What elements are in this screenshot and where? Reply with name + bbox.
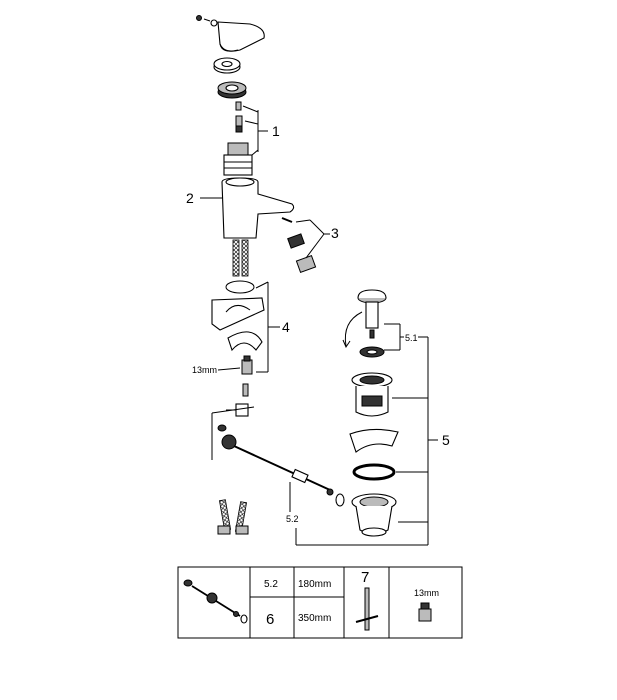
aerator-parts	[281, 217, 317, 274]
pull-rod-icon	[183, 579, 248, 624]
pull-rod-linkage	[211, 383, 345, 507]
callout-4: 4	[282, 319, 290, 335]
callout-5-1: 5.1	[405, 333, 418, 343]
table-row2-ref: 6	[266, 611, 274, 628]
callout-3: 3	[331, 225, 339, 241]
callout-1: 1	[272, 123, 280, 139]
cap-ring	[213, 57, 241, 74]
table-row1-length: 180mm	[298, 579, 331, 590]
wrench-size-label: 13mm	[192, 365, 217, 375]
callout-5-2: 5.2	[286, 514, 299, 524]
threaded-nut	[217, 81, 247, 99]
callout-5: 5	[442, 432, 450, 448]
waste-strainer	[351, 493, 397, 537]
lever-handle	[196, 15, 265, 52]
table-tool-ref: 7	[361, 569, 369, 586]
rubber-washer	[352, 463, 396, 481]
cartridge-screws	[235, 101, 243, 133]
sealing-flange	[349, 428, 399, 453]
fixing-set	[211, 280, 265, 375]
table-tool-size: 13mm	[414, 588, 439, 598]
loose-hoses	[217, 499, 249, 535]
callout-2: 2	[186, 190, 194, 206]
tap-body	[221, 177, 295, 239]
table-row1-ref: 5.2	[264, 579, 278, 590]
assembly-key-icon	[355, 587, 379, 631]
spare-parts-table: 5.2 180mm 6 350mm 7 13mm	[177, 566, 463, 639]
flex-hoses	[232, 239, 249, 277]
table-row2-length: 350mm	[298, 613, 331, 624]
hex-adapter-icon	[418, 602, 432, 622]
cartridge	[223, 142, 253, 176]
waste-body	[351, 372, 393, 417]
pop-up-plug	[357, 289, 387, 339]
